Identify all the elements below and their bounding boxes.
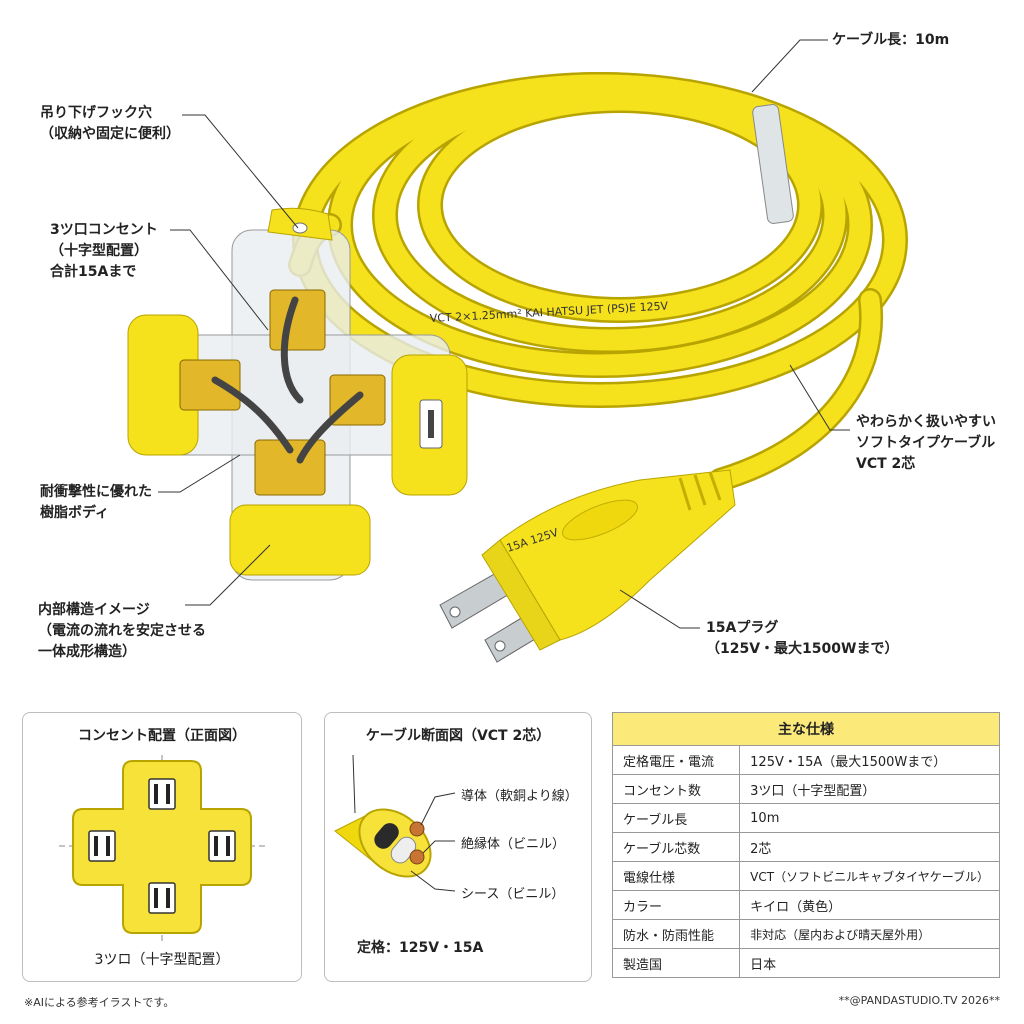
section-label-insulation: 絶縁体（ビニル）: [461, 837, 566, 852]
callout-cable-soft: やわらかく扱いやすい ソフトタイプケーブル VCT 2芯: [856, 414, 996, 472]
section-label-sheath: シース（ビニル）: [461, 887, 565, 902]
leader-lines: [158, 39, 850, 629]
outlet-body: [127, 207, 468, 581]
front-view-title: コンセント配置（正面図）: [78, 728, 246, 744]
callout-outlet: 3ツ口コンセント （十字型配置） 合計15Aまで: [50, 222, 158, 280]
callout-internal: 内部構造イメージ （電流の流れを安定させる 一体成形構造）: [38, 602, 206, 660]
callout-cable-length: ケーブル長：10m: [832, 32, 950, 48]
cable-section-diagram: [334, 754, 456, 892]
footer-note: ※AIによる参考イラストです。: [24, 996, 175, 1009]
table-row: 製造国日本: [611, 948, 1000, 978]
plug: 15A 125V: [439, 469, 736, 663]
section-rating: 定格：125V・15A: [357, 940, 484, 956]
cable-section-title: ケーブル断面図（VCT 2芯）: [365, 728, 551, 744]
front-view-panel: コンセント配置（正面図） 3ツロ（十字型配置）: [22, 712, 302, 982]
front-view-caption: 3ツロ（十字型配置）: [94, 952, 230, 968]
extension-cord-illustration: VCT 2×1.25mm² KAI HATSU JET (PS)E 125V: [127, 39, 908, 663]
callout-body: 耐衝撃性に優れた 樹脂ボディ: [40, 484, 152, 521]
cable-section-panel: ケーブル断面図（VCT 2芯） 導体（軟銅より線） 絶縁体（ビニル） シース（ビ…: [324, 712, 592, 982]
table-row: 防水・防雨性能非対応（屋内および晴天屋外用）: [611, 919, 1000, 949]
callout-hook: 吊り下げフック穴 （収納や固定に便利）: [40, 105, 180, 142]
footer-credit: **@PANDASTUDIO.TV 2026**: [838, 994, 1000, 1007]
table-row: カラーキイロ（黄色）: [611, 890, 1000, 920]
spec-title: 主な仕様: [612, 712, 1000, 746]
front-view-diagram: [59, 755, 265, 941]
section-label-conductor: 導体（軟銅より線）: [461, 789, 578, 804]
callout-plug: 15Aプラグ （125V・最大1500Wまで）: [706, 620, 899, 657]
cable-band: [752, 104, 794, 224]
